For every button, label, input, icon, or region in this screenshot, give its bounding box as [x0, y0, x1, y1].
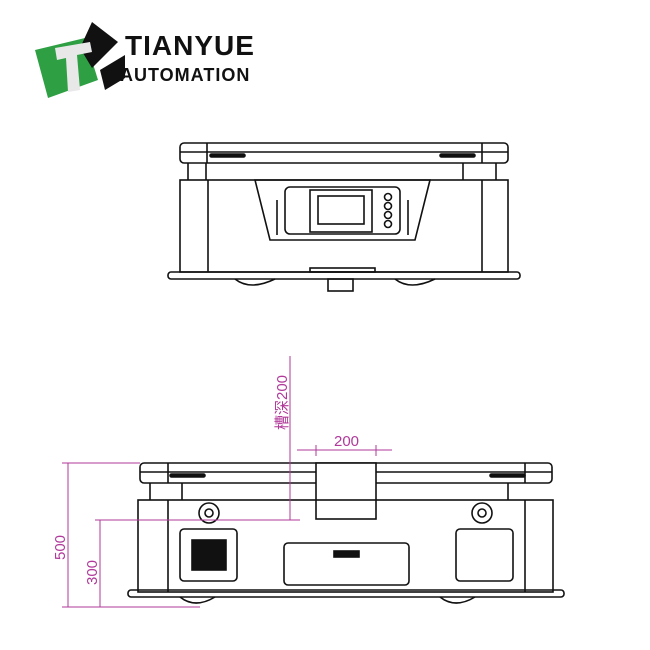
dimension-lines — [62, 356, 392, 608]
front-view — [167, 142, 521, 292]
dim-groove-depth: 槽深200 — [274, 375, 291, 430]
brand-subtitle: AUTOMATION — [120, 65, 251, 85]
company-logo — [30, 20, 270, 110]
side-view — [127, 462, 565, 604]
dim-overall-height: 500 — [52, 535, 69, 560]
dim-groove-width: 200 — [334, 433, 359, 450]
logo-mark-icon — [35, 22, 125, 98]
brand-name: TIANYUE — [125, 30, 255, 61]
dim-body-height: 300 — [84, 560, 101, 585]
